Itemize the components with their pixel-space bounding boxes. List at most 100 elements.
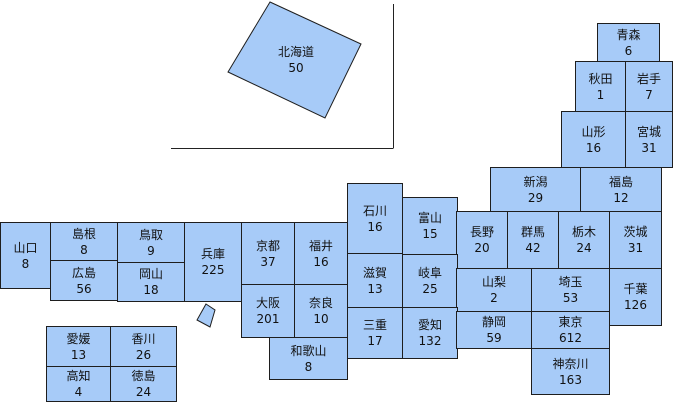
pref-count: 8 bbox=[304, 359, 313, 374]
pref-name: 宮城 bbox=[636, 124, 661, 139]
pref-name: 埼玉 bbox=[558, 275, 583, 289]
pref-name: 徳島 bbox=[131, 369, 156, 383]
pref-toyama[interactable]: 富山 15 bbox=[402, 197, 458, 255]
pref-akita[interactable]: 秋田 1 bbox=[575, 61, 626, 112]
pref-okayama[interactable]: 岡山 18 bbox=[117, 262, 185, 302]
pref-tokyo[interactable]: 東京 612 bbox=[531, 311, 610, 349]
pref-yamaguchi[interactable]: 山口 8 bbox=[0, 222, 51, 289]
pref-count: 12 bbox=[613, 190, 629, 205]
pref-name: 岩手 bbox=[636, 71, 661, 86]
pref-count: 15 bbox=[422, 227, 438, 241]
pref-name: 奈良 bbox=[308, 296, 333, 310]
pref-name: 千葉 bbox=[623, 282, 648, 296]
pref-count: 9 bbox=[147, 243, 155, 258]
pref-count: 37 bbox=[260, 254, 276, 269]
pref-kochi[interactable]: 高知 4 bbox=[46, 366, 111, 402]
pref-name: 東京 bbox=[558, 315, 583, 329]
pref-count: 1 bbox=[596, 87, 605, 102]
pref-nagano[interactable]: 長野 20 bbox=[456, 211, 508, 269]
pref-name: 山梨 bbox=[481, 275, 506, 289]
pref-count: 29 bbox=[527, 190, 544, 205]
pref-kanagawa[interactable]: 神奈川 163 bbox=[531, 348, 610, 395]
pref-name: 和歌山 bbox=[290, 343, 327, 358]
pref-hokkaido-shape[interactable] bbox=[227, 1, 362, 119]
pref-count: 201 bbox=[256, 312, 280, 326]
pref-niigata[interactable]: 新潟 29 bbox=[490, 167, 581, 212]
pref-count: 163 bbox=[559, 372, 582, 387]
pref-osaka[interactable]: 大阪 201 bbox=[241, 284, 295, 338]
pref-name: 滋賀 bbox=[362, 265, 387, 280]
pref-mie[interactable]: 三重 17 bbox=[347, 307, 403, 359]
pref-gifu[interactable]: 岐阜 25 bbox=[402, 254, 458, 308]
pref-count: 18 bbox=[143, 283, 159, 297]
pref-count: 24 bbox=[135, 385, 152, 399]
pref-count: 56 bbox=[76, 281, 92, 296]
pref-name: 茨城 bbox=[623, 225, 648, 239]
pref-aomori[interactable]: 青森 6 bbox=[597, 23, 660, 62]
pref-saitama[interactable]: 埼玉 53 bbox=[531, 268, 610, 312]
pref-count: 8 bbox=[80, 242, 88, 257]
pref-count: 13 bbox=[70, 347, 87, 362]
pref-count: 42 bbox=[525, 241, 541, 255]
pref-name: 群馬 bbox=[520, 225, 545, 239]
pref-iwate[interactable]: 岩手 7 bbox=[625, 61, 673, 112]
pref-shizuoka[interactable]: 静岡 59 bbox=[456, 311, 532, 349]
pref-name: 京都 bbox=[255, 238, 280, 253]
pref-ibaraki[interactable]: 茨城 31 bbox=[609, 211, 662, 269]
pref-name: 三重 bbox=[362, 318, 387, 332]
pref-name: 広島 bbox=[71, 265, 96, 280]
pref-tottori[interactable]: 鳥取 9 bbox=[117, 222, 185, 263]
pref-shiga[interactable]: 滋賀 13 bbox=[347, 253, 403, 308]
pref-name: 山形 bbox=[581, 124, 606, 139]
pref-name: 青森 bbox=[616, 27, 641, 42]
pref-name: 福井 bbox=[308, 238, 333, 253]
pref-hyogo[interactable]: 兵庫 225 bbox=[184, 222, 242, 302]
pref-chiba[interactable]: 千葉 126 bbox=[609, 268, 662, 326]
pref-count: 6 bbox=[624, 43, 633, 58]
pref-fukui[interactable]: 福井 16 bbox=[294, 222, 348, 285]
pref-name: 秋田 bbox=[588, 71, 613, 86]
pref-name: 高知 bbox=[66, 369, 91, 383]
pref-tokushima[interactable]: 徳島 24 bbox=[110, 366, 177, 402]
pref-count: 4 bbox=[74, 385, 83, 399]
pref-name: 鳥取 bbox=[138, 227, 163, 242]
pref-name: 大阪 bbox=[255, 296, 280, 310]
pref-wakayama[interactable]: 和歌山 8 bbox=[269, 337, 348, 380]
pref-nara[interactable]: 奈良 10 bbox=[294, 284, 348, 338]
pref-count: 20 bbox=[474, 241, 490, 255]
pref-shimane[interactable]: 島根 8 bbox=[50, 222, 118, 261]
pref-count: 16 bbox=[367, 219, 383, 234]
pref-kyoto[interactable]: 京都 37 bbox=[241, 222, 295, 285]
pref-name: 長野 bbox=[469, 225, 494, 239]
pref-hiroshima[interactable]: 広島 56 bbox=[50, 260, 118, 301]
pref-count: 612 bbox=[559, 331, 582, 345]
pref-name: 静岡 bbox=[481, 315, 506, 329]
pref-fukushima[interactable]: 福島 12 bbox=[580, 167, 662, 212]
pref-name: 山口 bbox=[13, 240, 38, 255]
pref-yamanashi[interactable]: 山梨 2 bbox=[456, 268, 532, 312]
pref-aichi[interactable]: 愛知 132 bbox=[402, 307, 458, 359]
pref-yamagata[interactable]: 山形 16 bbox=[561, 111, 626, 168]
pref-count: 16 bbox=[585, 140, 602, 155]
pref-name: 愛媛 bbox=[66, 331, 91, 346]
pref-tochigi[interactable]: 栃木 24 bbox=[558, 211, 610, 269]
pref-count: 7 bbox=[645, 87, 653, 102]
pref-ehime[interactable]: 愛媛 13 bbox=[46, 326, 111, 367]
pref-count: 10 bbox=[313, 312, 329, 326]
pref-gunma[interactable]: 群馬 42 bbox=[507, 211, 559, 269]
pref-name: 岐阜 bbox=[417, 266, 442, 280]
pref-count: 53 bbox=[562, 291, 579, 305]
pref-kagawa[interactable]: 香川 26 bbox=[110, 326, 177, 367]
pref-count: 2 bbox=[490, 291, 498, 305]
pref-name: 栃木 bbox=[571, 225, 596, 239]
pref-ishikawa[interactable]: 石川 16 bbox=[347, 183, 403, 254]
pref-miyagi[interactable]: 宮城 31 bbox=[625, 111, 673, 168]
pref-name: 福島 bbox=[608, 174, 633, 189]
pref-count: 16 bbox=[313, 254, 329, 269]
pref-count: 225 bbox=[201, 263, 225, 277]
pref-count: 31 bbox=[627, 241, 644, 255]
pref-count: 26 bbox=[135, 347, 152, 362]
pref-name: 新潟 bbox=[523, 174, 548, 189]
